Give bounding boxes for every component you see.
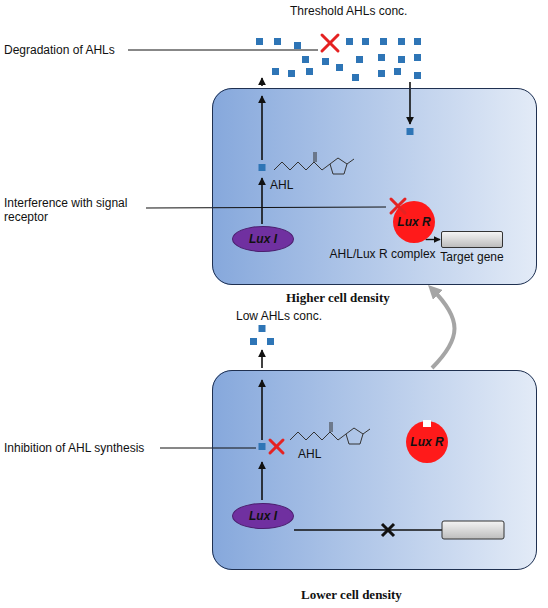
protein-name: Lux I bbox=[249, 509, 277, 523]
gene-line bbox=[294, 529, 442, 530]
edge-label: AHL/Lux R complex bbox=[330, 247, 436, 261]
luxr-receptor: Lux R bbox=[393, 201, 435, 243]
target-gene-box: Target gene bbox=[441, 231, 503, 248]
ahl-molecule bbox=[290, 422, 370, 444]
luxi-enzyme: Lux I bbox=[232, 503, 294, 529]
ahl-molecule bbox=[274, 152, 354, 174]
annotation: Inhibition of AHL synthesis bbox=[4, 441, 144, 455]
cell-fill bbox=[212, 370, 537, 570]
connector bbox=[432, 289, 455, 368]
cell-fill bbox=[212, 88, 537, 285]
gene-box bbox=[442, 521, 504, 539]
cell: Lower cell densityLux ILux R bbox=[212, 370, 537, 570]
annotation: AHL bbox=[270, 178, 293, 192]
luxr-receptor: Lux R bbox=[406, 421, 448, 463]
luxi-enzyme: Lux I bbox=[232, 226, 294, 252]
annotation: Interference with signal receptor bbox=[4, 196, 144, 224]
protein-name: Lux I bbox=[249, 232, 277, 246]
annotation: Low AHLs conc. bbox=[236, 309, 322, 323]
gene-label: Target gene bbox=[440, 250, 503, 264]
annotation: Degradation of AHLs bbox=[4, 43, 115, 57]
black-cross bbox=[382, 524, 394, 536]
protein-name: Lux R bbox=[397, 215, 430, 229]
flow-arrows bbox=[262, 78, 410, 500]
connector bbox=[426, 239, 440, 240]
cell-heading: Higher cell density bbox=[286, 290, 390, 306]
annotation: AHL bbox=[298, 447, 321, 461]
cell-heading: Lower cell density bbox=[301, 587, 402, 603]
annotation: Threshold AHLs conc. bbox=[290, 4, 407, 18]
protein-name: Lux R bbox=[410, 435, 443, 449]
